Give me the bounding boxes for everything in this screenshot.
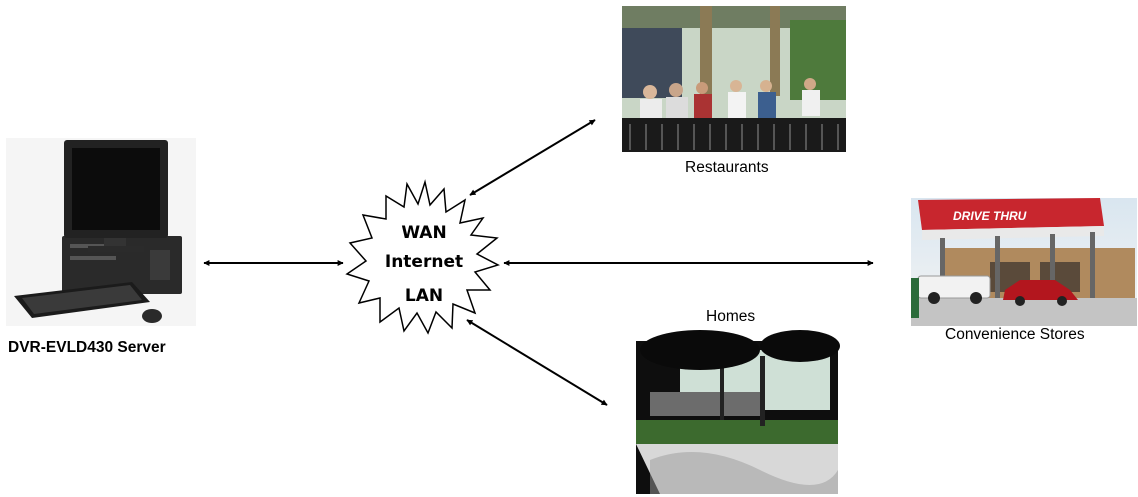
- drive-thru-sign: DRIVE THRU: [953, 209, 1027, 223]
- arrow-hub-homes: [466, 319, 608, 406]
- arrow-hub-restaurants: [469, 119, 596, 196]
- server-computer-image: [6, 138, 196, 326]
- hub-line-2: Internet: [385, 252, 463, 272]
- homes-label: Homes: [706, 308, 755, 325]
- convenience-store-image: DRIVE THRU: [911, 198, 1137, 326]
- network-hub-starburst: [345, 179, 500, 335]
- restaurants-image: [622, 6, 846, 152]
- hub-line-3: LAN: [405, 286, 443, 306]
- restaurants-label: Restaurants: [685, 159, 769, 176]
- convenience-label: Convenience Stores: [945, 326, 1085, 343]
- server-label: DVR-EVLD430 Server: [8, 339, 166, 356]
- hub-line-1: WAN: [401, 223, 446, 243]
- homes-image: [636, 330, 840, 494]
